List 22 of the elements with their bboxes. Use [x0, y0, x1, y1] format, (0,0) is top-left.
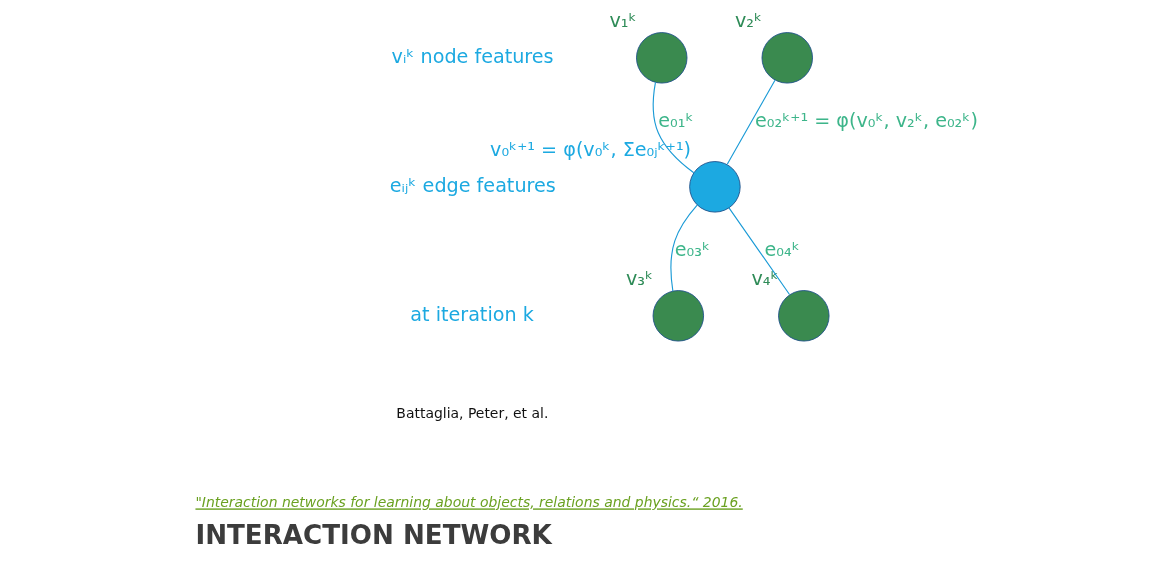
node-circle	[777, 290, 830, 342]
node-circle	[761, 32, 813, 84]
label: at iteration k	[409, 302, 534, 326]
node-label: v₃ᵏ	[625, 266, 653, 290]
edge-label: e₀₁ᵏ	[657, 109, 694, 133]
edge-label: e₀₂ᵏ⁺¹ = φ(v₀ᵏ, v₂ᵏ, e₀₂ᵏ)	[754, 109, 978, 133]
node-circle	[635, 32, 687, 84]
connector	[727, 207, 790, 295]
label: Battaglia, Peter, et al.	[395, 405, 548, 422]
connector	[669, 204, 698, 292]
label: eᵢⱼᵏ edge features	[389, 173, 556, 197]
node-circle	[652, 290, 704, 342]
connector	[726, 79, 776, 165]
label: "Interaction networks for learning about objects, relations and physics.“ 2016.	[194, 494, 743, 511]
node-circle	[688, 161, 741, 213]
node-label: v₁ᵏ	[608, 8, 637, 32]
edge-label: e₀₃ᵏ	[674, 238, 710, 262]
node-label: v₂ᵏ	[734, 8, 762, 32]
label: vᵢᵏ node features	[391, 44, 554, 68]
node-label: v₄ᵏ	[751, 266, 779, 290]
diagram-title: INTERACTION NETWORK	[194, 520, 552, 551]
edge-label: e₀₄ᵏ	[764, 238, 800, 262]
